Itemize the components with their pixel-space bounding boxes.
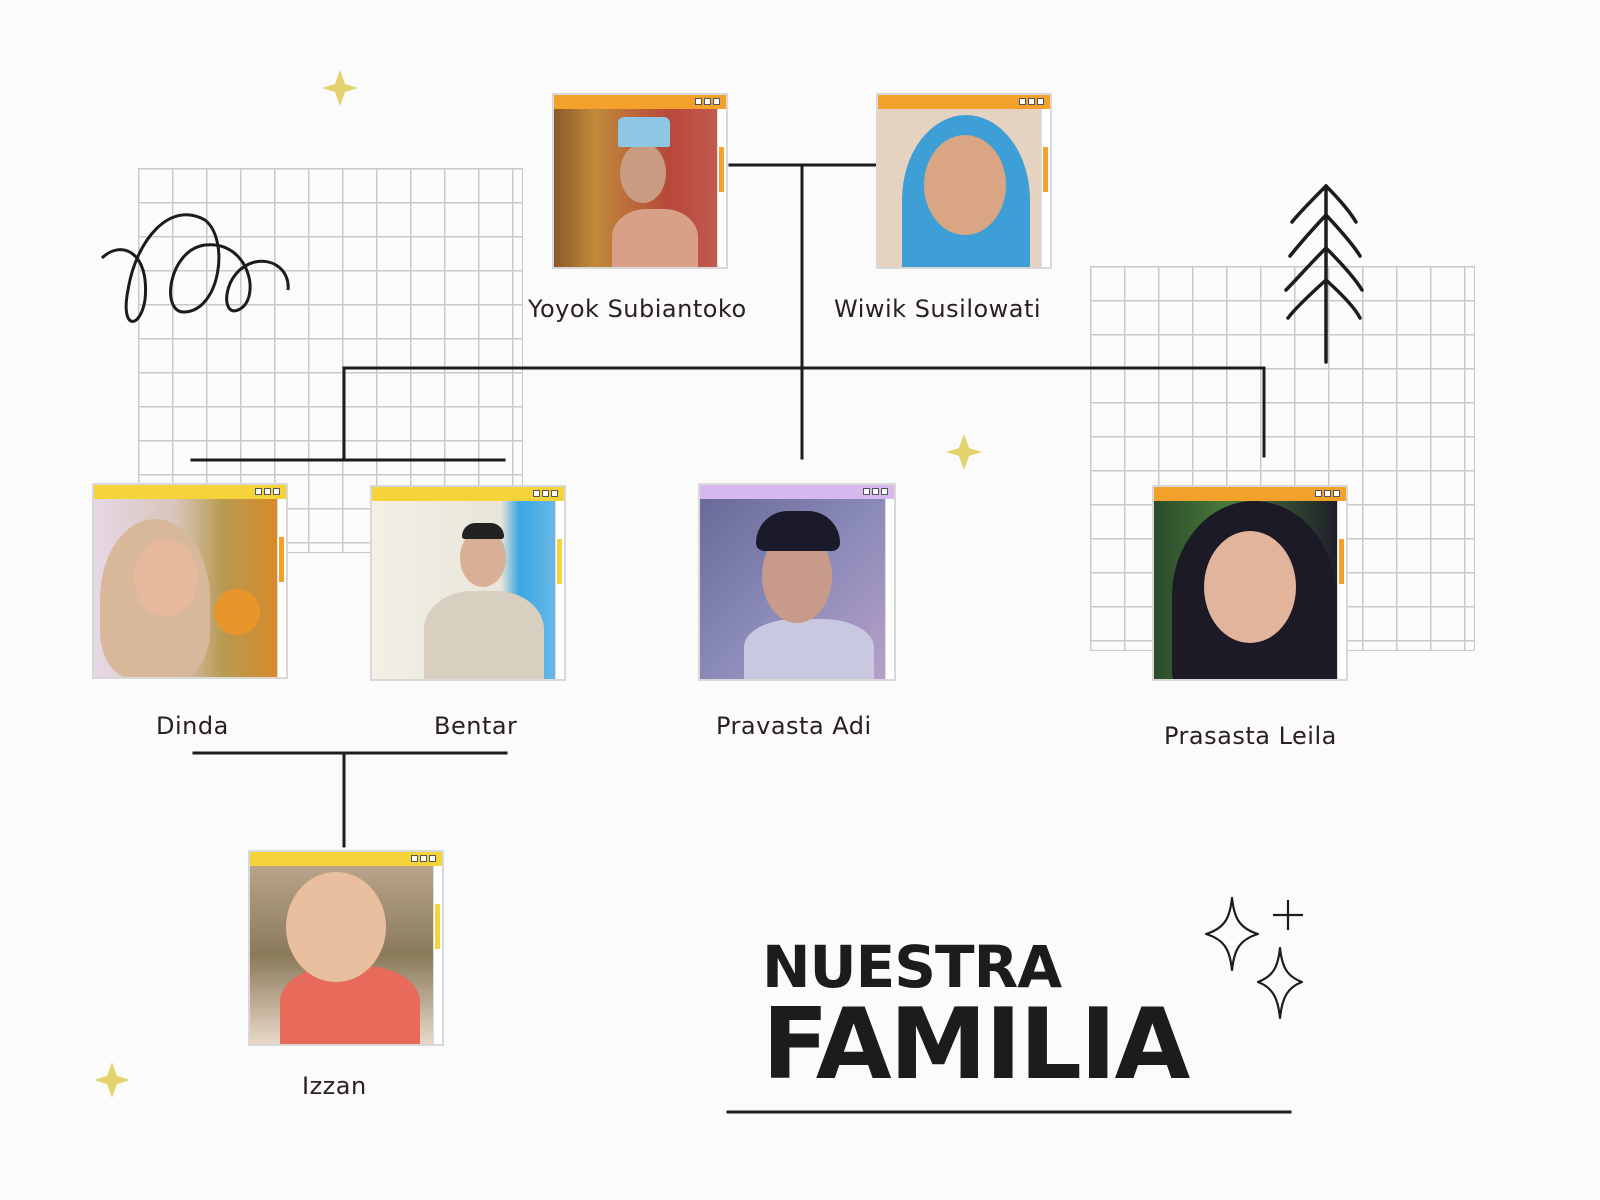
pine-tree-doodle	[1284, 184, 1364, 364]
portrait-photo	[250, 866, 434, 1044]
portrait-photo	[700, 499, 886, 679]
window-title-bar	[372, 487, 564, 501]
child-name-prasasta: Prasasta Leila	[1164, 722, 1337, 750]
portrait-photo	[878, 109, 1042, 267]
window-controls	[255, 488, 280, 495]
photo-card-wiwik	[876, 93, 1052, 269]
scribble-doodle	[100, 213, 290, 323]
window-controls	[695, 98, 720, 105]
window-title-bar	[94, 485, 286, 499]
sparkle-middle	[946, 434, 982, 470]
window-title-bar	[700, 485, 894, 499]
child-name-bentar: Bentar	[434, 712, 518, 740]
parent-name-yoyok: Yoyok Subiantoko	[528, 295, 747, 323]
portrait-photo	[372, 501, 556, 679]
child-name-dinda: Dinda	[156, 712, 229, 740]
window-controls	[1019, 98, 1044, 105]
photo-card-izzan	[248, 850, 444, 1046]
portrait-photo	[1154, 501, 1338, 679]
portrait-photo	[94, 499, 278, 677]
sparkle-bottom-left	[94, 1062, 130, 1098]
window-title-bar	[250, 852, 442, 866]
photo-card-yoyok	[552, 93, 728, 269]
title-line-2: FAMILIA	[762, 988, 1190, 1102]
window-controls	[863, 488, 888, 495]
window-title-bar	[878, 95, 1050, 109]
window-controls	[411, 855, 436, 862]
parent-name-wiwik: Wiwik Susilowati	[834, 295, 1042, 323]
sparkle-outline-large	[1204, 896, 1260, 972]
photo-card-prasasta	[1152, 485, 1348, 681]
window-title-bar	[554, 95, 726, 109]
sparkle-outline-small	[1256, 946, 1304, 1020]
photo-card-pravasta	[698, 483, 896, 681]
window-controls	[1315, 490, 1340, 497]
window-title-bar	[1154, 487, 1346, 501]
photo-card-bentar	[370, 485, 566, 681]
portrait-photo	[554, 109, 718, 267]
grandchild-name-izzan: Izzan	[302, 1072, 367, 1100]
sparkle-top-left	[322, 70, 358, 106]
plus-outline	[1273, 900, 1303, 930]
photo-card-dinda	[92, 483, 288, 679]
title-line-1: NUESTRA	[762, 933, 1062, 1001]
window-controls	[533, 490, 558, 497]
child-name-pravasta: Pravasta Adi	[716, 712, 872, 740]
